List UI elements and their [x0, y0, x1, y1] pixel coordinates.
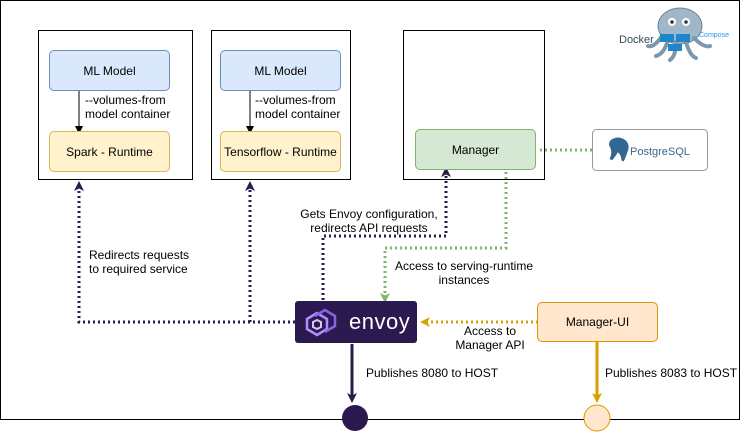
- spark-volumes-line1: --volumes-from: [85, 93, 166, 107]
- envoy-to-manager-edge: [321, 167, 451, 300]
- spark-ml-model-label: ML Model: [83, 63, 136, 78]
- spark-volumes-line2: model container: [85, 107, 171, 121]
- manager-api-label: Access to Manager API: [448, 324, 532, 352]
- redirects-line2: to required service: [89, 262, 188, 276]
- envoy-host-port: [342, 405, 368, 431]
- tf-volumes-label: --volumes-from model container: [255, 93, 340, 121]
- envoy-logo-icon: [305, 308, 337, 337]
- tf-ml-model-box: ML Model: [220, 50, 341, 91]
- manager-ui-label: Manager-UI: [565, 315, 630, 329]
- spark-ml-model-box: ML Model: [49, 50, 170, 91]
- serving-access-line2: instances: [438, 273, 490, 287]
- tf-runtime-box: Tensorflow - Runtime: [220, 131, 341, 172]
- redirects-label: Redirects requests to required service: [89, 248, 189, 276]
- gets-config-line2: redirects API requests: [310, 221, 428, 235]
- spark-runtime-box: Spark - Runtime: [49, 131, 170, 172]
- publish-envoy-text: Publishes 8080 to HOST: [366, 366, 499, 380]
- gets-config-line1: Gets Envoy configuration,: [300, 207, 438, 221]
- manager-api-line1: Access to: [463, 324, 517, 338]
- manager-box: Manager: [415, 129, 536, 170]
- spark-volumes-label: --volumes-from model container: [85, 93, 170, 121]
- tf-volumes-line1: --volumes-from: [255, 93, 336, 107]
- manager-ui-box: Manager-UI: [537, 302, 658, 342]
- envoy-box: envoy: [295, 301, 417, 343]
- postgres-label: PostgreSQL: [630, 146, 690, 158]
- tf-ml-model-label: ML Model: [254, 63, 307, 78]
- manager-api-line2: Manager API: [455, 338, 525, 352]
- docker-text: Docker: [619, 34, 654, 46]
- compose-text: Compose: [699, 32, 729, 39]
- tf-volumes-line2: model container: [255, 107, 341, 121]
- envoy-label: envoy: [349, 309, 411, 334]
- serving-access-line1: Access to serving-runtime: [394, 259, 534, 273]
- tf-runtime-label: Tensorflow - Runtime: [224, 144, 337, 159]
- publish-envoy-label: Publishes 8080 to HOST: [366, 366, 498, 380]
- serving-access-label: Access to serving-runtime instances: [388, 259, 540, 287]
- manager-to-envoy-edge: [380, 172, 508, 303]
- publish-ui-label: Publishes 8083 to HOST: [605, 366, 737, 380]
- ui-host-port: [583, 404, 611, 432]
- host-frame: [0, 0, 740, 420]
- envoy-to-spark-edge: [74, 181, 295, 324]
- redirects-line1: Redirects requests: [89, 248, 190, 262]
- spark-runtime-label: Spark - Runtime: [66, 144, 153, 159]
- docker-compose-logo: Docker Compose: [619, 7, 729, 62]
- publish-ui-text: Publishes 8083 to HOST: [605, 366, 738, 380]
- postgres-elephant-icon: [608, 136, 630, 163]
- manager-label: Manager: [451, 142, 500, 157]
- gets-config-label: Gets Envoy configuration, redirects API …: [296, 207, 442, 235]
